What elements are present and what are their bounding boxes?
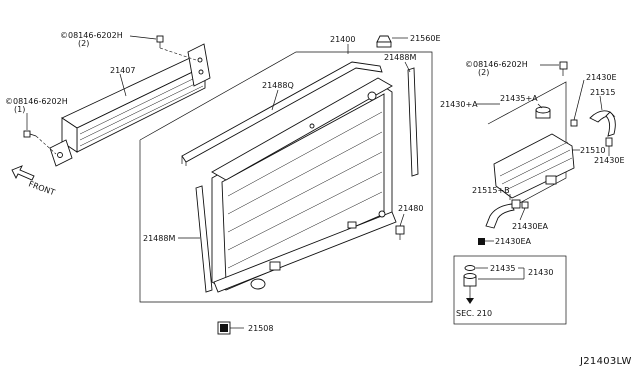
front-label: FRONT — [27, 179, 56, 197]
bolt-mid-left[interactable] — [23, 130, 37, 138]
label-21515: 21515 — [590, 88, 615, 97]
seal-21488M-right[interactable] — [407, 67, 419, 177]
inset-box — [453, 255, 567, 325]
label-21430E-right: 21430E — [594, 156, 625, 165]
label-bolt-top-left-qty: (2) — [78, 39, 89, 48]
label-21435: 21435 — [490, 264, 515, 273]
clip-21430E-top[interactable] — [570, 119, 578, 127]
oil-cooler-21510[interactable] — [493, 133, 575, 199]
seal-21488M-left[interactable] — [195, 185, 213, 293]
hose-21515B[interactable] — [485, 199, 521, 229]
clip-21430EA-lower[interactable] — [478, 238, 485, 245]
hose-21515[interactable] — [589, 110, 616, 137]
label-21488M-left: 21488M — [143, 234, 175, 243]
label-21430: 21430 — [528, 268, 553, 277]
label-21510: 21510 — [580, 146, 605, 155]
label-21435A: 21435+A — [500, 94, 538, 103]
label-21480: 21480 — [398, 204, 423, 213]
label-bolt-mid-left-qty: (1) — [14, 105, 25, 114]
bolt-right[interactable] — [559, 61, 568, 76]
label-21430EA-2: 21430EA — [495, 237, 532, 246]
cap-21435A[interactable] — [535, 106, 551, 119]
clip-21430EA-upper[interactable] — [521, 201, 529, 209]
seal-21488Q[interactable] — [181, 61, 383, 166]
label-21407: 21407 — [110, 66, 135, 75]
mount-21508[interactable] — [217, 321, 231, 335]
condenser-21407[interactable] — [49, 43, 211, 167]
oring-21435[interactable] — [464, 265, 476, 271]
label-bolt-top-left: ©08146-6202H — [60, 31, 123, 40]
label-bolt-right: ©08146-6202H — [465, 60, 528, 69]
label-21508: 21508 — [248, 324, 273, 333]
label-21430E-top: 21430E — [586, 73, 617, 82]
cap-21430[interactable] — [463, 273, 477, 305]
radiator-core[interactable] — [211, 77, 397, 293]
label-21488Q: 21488Q — [262, 81, 294, 90]
front-arrow — [11, 165, 35, 181]
radiator-callout-box — [139, 51, 433, 303]
cooler-bracket-outline — [487, 81, 567, 221]
diagram-id: J21403LW — [579, 356, 632, 367]
drain-plug-21480[interactable] — [395, 225, 405, 240]
bolt-top-left[interactable] — [156, 35, 164, 48]
label-21400: 21400 — [330, 35, 355, 44]
label-21560E: 21560E — [410, 34, 441, 43]
label-bolt-mid-left: ©08146-6202H — [5, 97, 68, 106]
section-ref: SEC. 210 — [456, 309, 492, 318]
label-21515B: 21515+B — [472, 186, 510, 195]
cap-21560E[interactable] — [376, 35, 392, 48]
clip-21430E-right[interactable] — [605, 137, 613, 147]
label-21430EA-1: 21430EA — [512, 222, 549, 231]
label-21488M-top: 21488M — [384, 53, 416, 62]
label-bolt-right-qty: (2) — [478, 68, 489, 77]
label-21430A: 21430+A — [440, 100, 478, 109]
